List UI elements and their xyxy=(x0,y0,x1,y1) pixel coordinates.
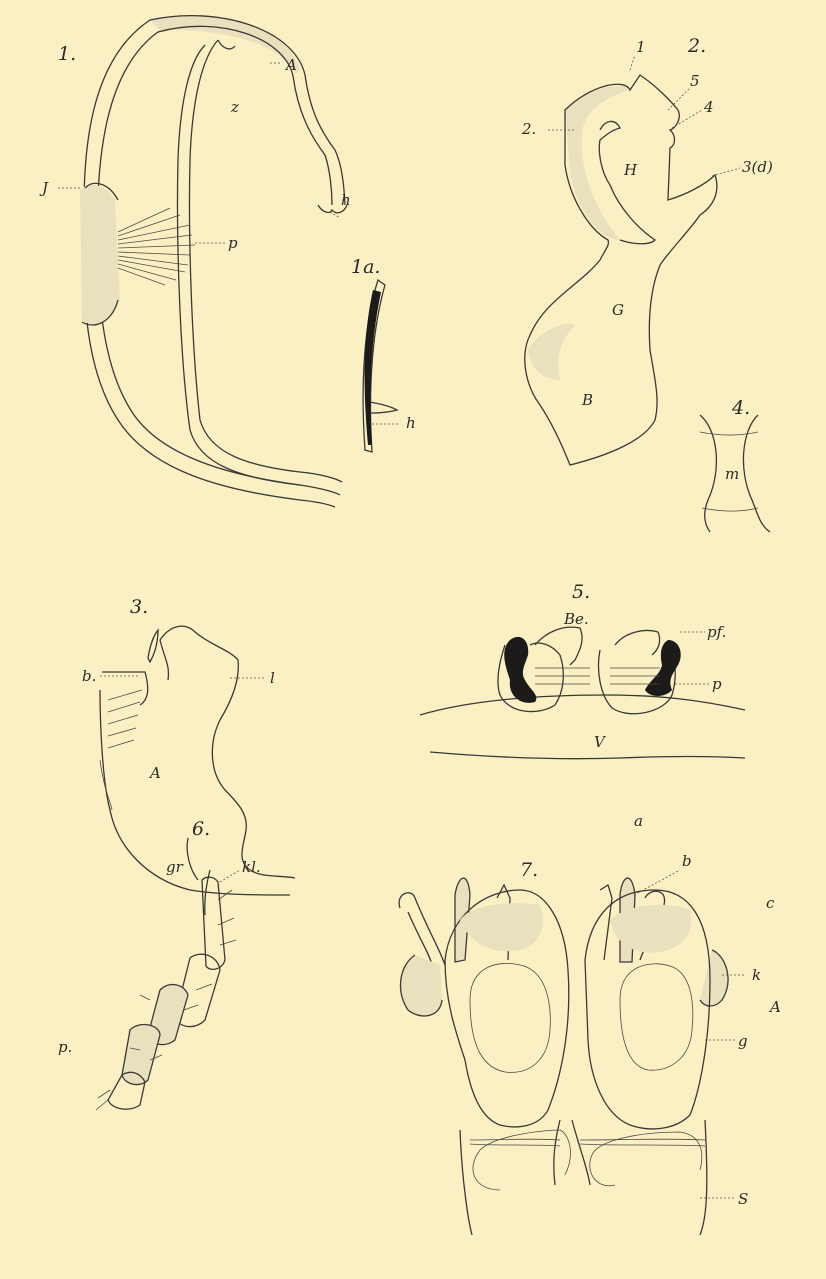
fig5-number: 5. xyxy=(572,581,590,603)
fig7-label-g: g xyxy=(738,1032,748,1050)
fig7-number: 7. xyxy=(520,859,538,881)
fig6-label-kl: kl. xyxy=(242,858,261,876)
fig7-label-c: c xyxy=(766,894,775,912)
fig1-label-p: p xyxy=(228,234,238,252)
fig5-label-p: p xyxy=(712,675,722,693)
fig2-label-B: B xyxy=(581,391,593,409)
fig1a-number: 1a. xyxy=(351,256,380,278)
fig7-label-b: b xyxy=(682,852,692,870)
fig6-label-gr: gr xyxy=(166,858,184,876)
fig2-label-1: 1 xyxy=(636,38,646,56)
fig7-label-A: A xyxy=(768,998,781,1016)
fig3-number: 3. xyxy=(130,596,148,618)
fig2-label-H: H xyxy=(623,161,638,179)
fig4-label-m: m xyxy=(725,465,739,483)
fig2-label-4: 4 xyxy=(703,98,714,116)
fig2-label-G: G xyxy=(612,301,624,319)
fig6-label-p: p. xyxy=(58,1038,72,1056)
fig3-label-l: l xyxy=(270,669,275,687)
fig1a-label-h: h xyxy=(406,414,416,432)
fig3-label-A: A xyxy=(148,764,161,782)
fig5-label-pf: pf. xyxy=(707,623,726,641)
fig3-label-b: b. xyxy=(82,667,96,685)
fig2-label-2: 2. xyxy=(521,120,536,138)
fig2-label-5: 5 xyxy=(690,72,700,90)
fig7-label-a: a xyxy=(634,812,643,830)
fig6-number: 6. xyxy=(192,818,210,840)
fig2-number: 2. xyxy=(687,35,706,57)
fig4-number: 4. xyxy=(731,397,750,419)
fig1-number: 1. xyxy=(58,43,76,65)
fig5-label-Be: Be. xyxy=(563,610,589,628)
fig1-label-A: A xyxy=(284,56,297,74)
fig7-label-S: S xyxy=(738,1190,748,1208)
fig1-label-z: z xyxy=(230,98,239,116)
fig7-label-k: k xyxy=(752,966,761,984)
fig2-label-3d: 3(d) xyxy=(742,158,773,176)
fig1-label-h: h xyxy=(341,191,351,209)
